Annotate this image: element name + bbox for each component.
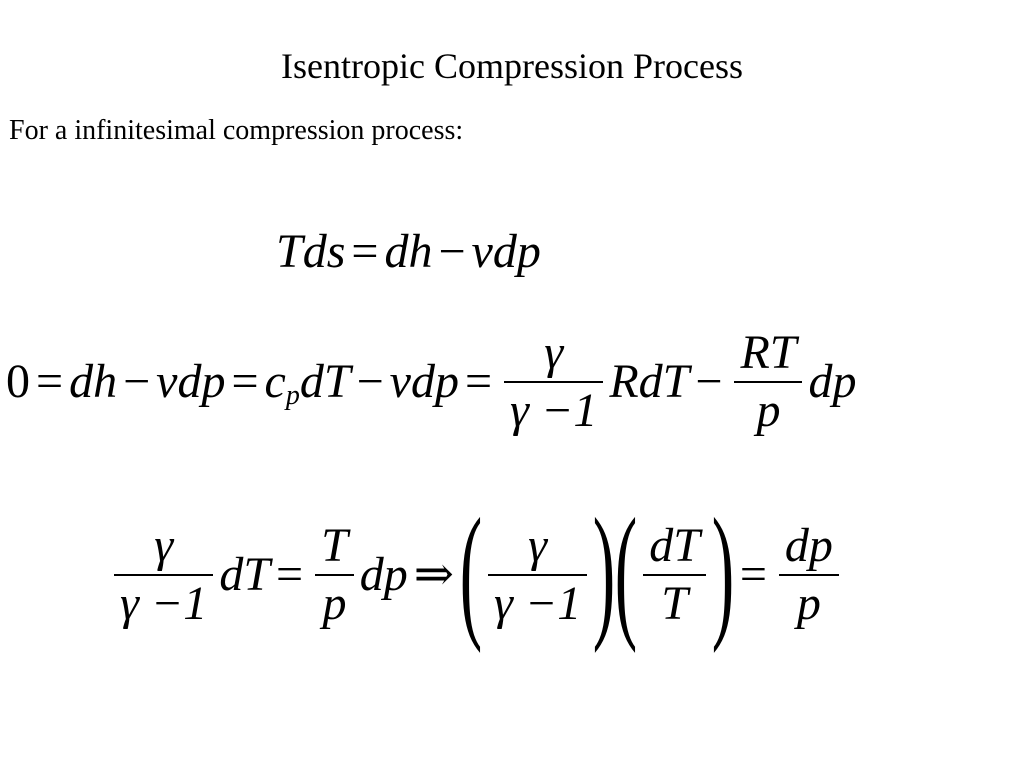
eq3-term-dT: dT [219, 548, 271, 601]
eq2-frac1-bar [504, 381, 604, 383]
eq3-implies-arrow: ⇒ [413, 548, 455, 601]
eq3-fraction-gamma-2: γ γ −1 [487, 518, 588, 632]
eq2-term-vdp-2: vdp [389, 355, 459, 408]
eq3-frac4-bar [643, 574, 706, 576]
eq3-fraction-dp-over-p: dp p [778, 518, 839, 632]
eq2-equals-1: = [36, 355, 64, 408]
equation-1: Tds = dh − vdp [276, 228, 541, 276]
eq2-subscript-p: p [285, 380, 300, 411]
eq3-left-paren-1: ( [459, 488, 483, 654]
eq2-equals-2: = [231, 355, 259, 408]
eq3-frac2-bar [315, 574, 354, 576]
eq3-right-paren-2: ) [711, 488, 735, 654]
eq3-equals-2: = [739, 548, 767, 601]
eq3-frac2-numerator: T [321, 519, 348, 572]
eq3-fraction-gamma-1: γ γ −1 [114, 518, 214, 632]
eq2-term-dp: dp [808, 355, 857, 408]
eq3-frac5-denominator: p [796, 577, 821, 630]
eq2-frac2-bar [734, 381, 803, 383]
eq1-term-dh: dh [384, 225, 433, 278]
eq2-minus-2: − [356, 355, 384, 408]
eq3-fraction-T-over-p: T p [315, 518, 354, 632]
eq3-frac3-denominator: γ −1 [493, 577, 582, 630]
eq2-fraction-RT-over-p: RT p [734, 325, 803, 439]
eq2-term-vdp-1: vdp [156, 355, 226, 408]
eq3-right-paren-1: ) [593, 488, 616, 654]
eq3-frac1-bar [114, 574, 214, 576]
eq3-frac1-numerator: γ [154, 519, 174, 572]
eq2-term-dT: dT [299, 355, 351, 408]
slide-title: Isentropic Compression Process [281, 46, 743, 86]
eq2-frac2-numerator: RT [740, 326, 797, 379]
eq3-fraction-dT-over-T: dT T [643, 518, 706, 632]
eq3-frac3-bar [487, 574, 588, 576]
equation-3: γ γ −1 dT = T p dp ⇒ ( γ γ −1 ) ( dT T )… [108, 496, 845, 650]
eq1-equals: = [351, 225, 379, 278]
eq2-frac1-numerator: γ [544, 326, 564, 379]
eq1-lhs: Tds [276, 225, 346, 278]
eq2-frac1-denominator: γ −1 [510, 384, 598, 437]
eq2-minus-3: − [695, 355, 723, 408]
eq3-frac5-numerator: dp [784, 519, 833, 572]
eq3-frac4-numerator: dT [649, 519, 700, 572]
eq2-term-dh: dh [69, 355, 118, 408]
eq3-frac1-denominator: γ −1 [120, 577, 208, 630]
eq2-equals-3: = [464, 355, 493, 408]
eq3-equals-1: = [276, 548, 304, 601]
eq2-fraction-gamma: γ γ −1 [504, 325, 604, 439]
eq2-term-c: c [264, 355, 286, 408]
eq3-frac5-bar [778, 574, 839, 576]
eq3-frac3-numerator: γ [528, 519, 548, 572]
eq3-left-paren-2: ( [614, 488, 638, 654]
eq3-frac4-denominator: T [661, 577, 688, 630]
eq3-frac2-denominator: p [322, 577, 347, 630]
eq2-zero: 0 [6, 355, 30, 408]
eq3-term-dp: dp [359, 548, 408, 601]
eq2-term-RdT: RdT [609, 355, 690, 408]
eq1-term-vdp: vdp [471, 225, 541, 278]
eq1-minus: − [438, 225, 466, 278]
eq2-minus-1: − [123, 355, 151, 408]
intro-text: For a infinitesimal compression process: [9, 115, 464, 146]
eq2-frac2-denominator: p [756, 384, 781, 437]
